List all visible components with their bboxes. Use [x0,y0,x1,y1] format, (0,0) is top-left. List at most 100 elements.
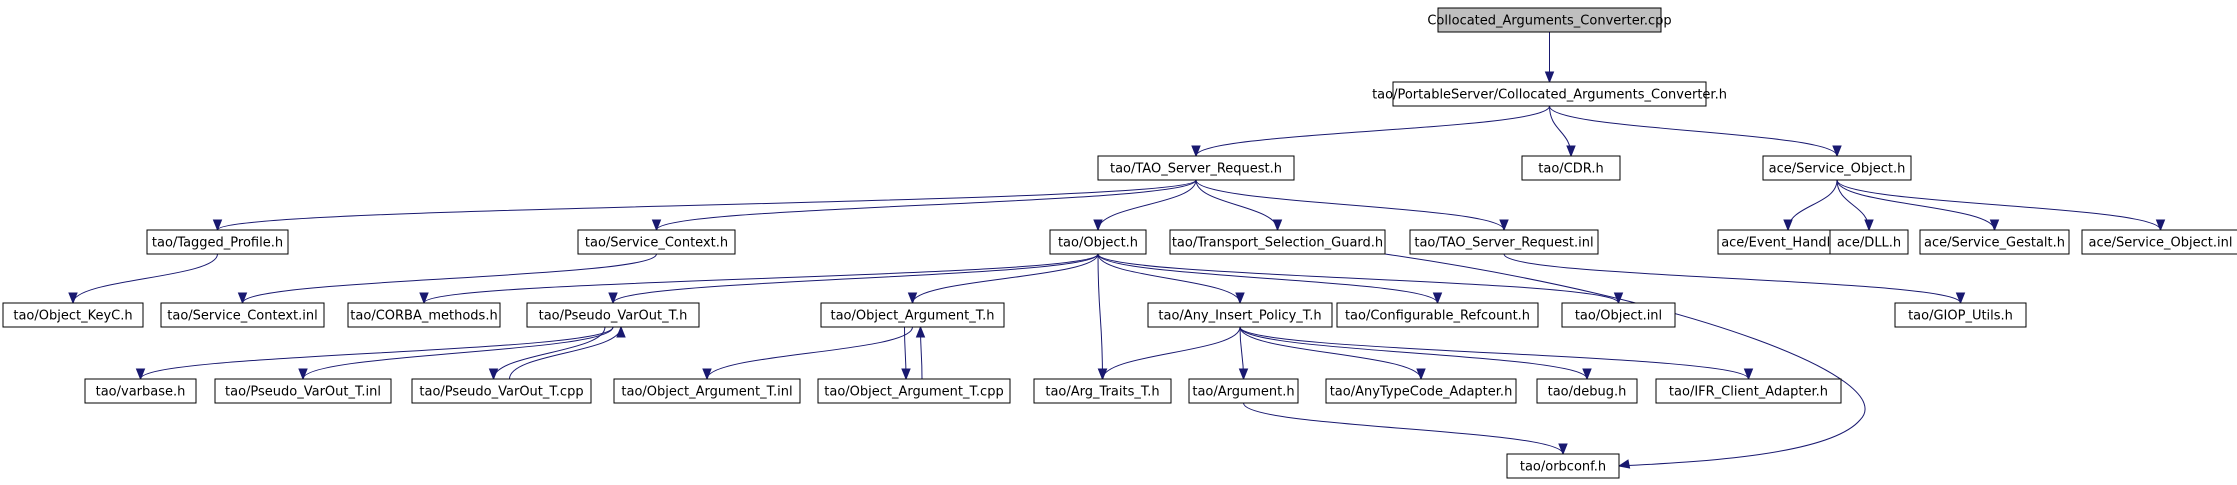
node-label: tao/orbconf.h [1520,460,1606,475]
edge-line [1097,253,1241,304]
node-ifr[interactable]: tao/IFR_Client_Adapter.h [1655,378,1842,404]
edge-tsr_inl-to-giop [1503,253,1966,305]
node-cref[interactable]: tao/Configurable_Refcount.h [1336,302,1539,328]
edge-arrowhead [1617,459,1631,469]
node-label: ace/Service_Gestalt.h [1924,236,2065,251]
node-box [1521,155,1621,181]
edge-line [1097,253,1103,380]
edge-tsg_h-to-orbconf [1384,253,1866,469]
edge-arrowhead [1864,219,1874,232]
edge-arrowhead [298,368,308,381]
node-label: tao/Configurable_Refcount.h [1345,309,1530,324]
node-svc-ctx-inl[interactable]: tao/Service_Context.inl [160,302,325,328]
node-anytc[interactable]: tao/AnyTypeCode_Adapter.h [1325,378,1517,404]
edge-arrowhead [135,368,146,381]
node-root[interactable]: Collocated_Arguments_Converter.cpp [1427,7,1672,33]
node-box [1049,229,1147,255]
edge-line [217,179,1197,231]
edge-cac_h-to-svc_obj_h [1549,105,1842,158]
node-dll[interactable]: ace/DLL.h [1829,229,1909,255]
node-box [2,302,144,328]
node-box [1169,229,1386,255]
node-tagged[interactable]: tao/Tagged_Profile.h [146,229,289,255]
node-box [1762,155,1912,181]
node-box [1561,302,1676,328]
node-label: tao/Pseudo_VarOut_T.inl [225,385,381,400]
edge-arrowhead [1238,368,1249,381]
edge-pvo_h-to-pvo_cpp [488,326,606,381]
node-giop[interactable]: tao/GIOP_Utils.h [1894,302,2027,328]
edge-line [72,253,218,304]
node-cdr-h[interactable]: tao/CDR.h [1521,155,1621,181]
edge-object_h-to-corba_m [419,253,1099,305]
edge-line [1097,253,1619,304]
node-box [411,378,592,404]
node-debug[interactable]: tao/debug.h [1536,378,1638,404]
node-label: tao/Any_Insert_Policy_T.h [1158,309,1321,324]
node-pvo-inl[interactable]: tao/Pseudo_VarOut_T.inl [214,378,392,404]
edge-arrowhead [419,292,429,305]
edge-line [1549,105,1838,157]
node-label: ace/DLL.h [1837,236,1901,251]
nodes: Collocated_Arguments_Converter.cpp tao/Po… [2,7,2237,479]
node-label: tao/IFR_Client_Adapter.h [1669,385,1828,400]
node-box [1506,453,1620,479]
node-box [1536,378,1638,404]
node-varbase[interactable]: tao/varbase.h [84,378,197,404]
node-argt[interactable]: tao/Arg_Traits_T.h [1033,378,1172,404]
node-label: tao/TAO_Server_Request.h [1110,162,1282,177]
edge-arrowhead [1743,368,1754,381]
node-svc-obj-h[interactable]: ace/Service_Object.h [1762,155,1912,181]
node-label: tao/Argument.h [1192,385,1294,400]
node-oat-h[interactable]: tao/Object_Argument_T.h [820,302,1005,328]
edge-arrowhead [616,325,626,338]
node-label: tao/CDR.h [1538,162,1603,177]
node-svc-obj-inl[interactable]: ace/Service_Object.inl [2081,229,2237,255]
node-keyc[interactable]: tao/Object_KeyC.h [2,302,144,328]
node-tsg-h[interactable]: tao/Transport_Selection_Guard.h [1169,229,1386,255]
node-label: ace/Service_Object.h [1769,162,1906,177]
edge-arrowhead [907,292,918,305]
node-svc-ctx-h[interactable]: tao/Service_Context.h [577,229,736,255]
edge-line [1503,253,1961,304]
node-pvo-cpp[interactable]: tao/Pseudo_VarOut_T.cpp [411,378,592,404]
node-gestalt[interactable]: ace/Service_Gestalt.h [1919,229,2070,255]
node-oat-inl[interactable]: tao/Object_Argument_T.inl [613,378,801,404]
node-label: tao/Object_Argument_T.cpp [824,385,1003,400]
node-oat-cpp[interactable]: tao/Object_Argument_T.cpp [817,378,1011,404]
node-label: tao/Arg_Traits_T.h [1045,385,1159,400]
node-box [2081,229,2237,255]
node-corba-m[interactable]: tao/CORBA_methods.h [347,302,501,328]
node-orbconf[interactable]: tao/orbconf.h [1506,453,1620,479]
node-cac-h[interactable]: tao/PortableServer/Collocated_Arguments_… [1372,81,1727,107]
node-object-h[interactable]: tao/Object.h [1049,229,1147,255]
node-box [1188,378,1299,404]
edge-arrowhead [1191,145,1201,158]
node-label: tao/Object.h [1058,236,1138,251]
node-label: tao/Transport_Selection_Guard.h [1172,236,1383,251]
edge-arrowhead [608,292,618,305]
edge-aip_h-to-ifr [1239,326,1754,381]
node-label: tao/Object_KeyC.h [13,309,132,324]
node-label: tao/varbase.h [96,385,186,400]
edge-line [423,253,1099,304]
node-pvo-h[interactable]: tao/Pseudo_VarOut_T.h [526,302,700,328]
node-tsr-h[interactable]: tao/TAO_Server_Request.h [1097,155,1295,181]
edge-tsr_h-to-tsg_h [1195,179,1283,232]
node-label: tao/Tagged_Profile.h [152,236,283,251]
node-obj-inl[interactable]: tao/Object.inl [1561,302,1676,328]
node-box [577,229,736,255]
node-box [1325,378,1517,404]
edge-tagged-to-keyc [68,253,218,305]
node-arg-h[interactable]: tao/Argument.h [1188,378,1299,404]
edge-arrowhead [1432,292,1443,305]
edge-line [706,326,913,380]
node-aip-h[interactable]: tao/Any_Insert_Policy_T.h [1147,302,1333,328]
edge-cac_h-to-cdr_h [1549,105,1576,158]
edge-line [1787,179,1838,231]
edge-arrowhead [651,219,662,232]
node-tsr-inl[interactable]: tao/TAO_Server_Request.inl [1409,229,1599,255]
edge-arrowhead [1235,292,1245,305]
edge-object_h-to-pvo_h [608,253,1099,305]
node-box [1829,229,1909,255]
